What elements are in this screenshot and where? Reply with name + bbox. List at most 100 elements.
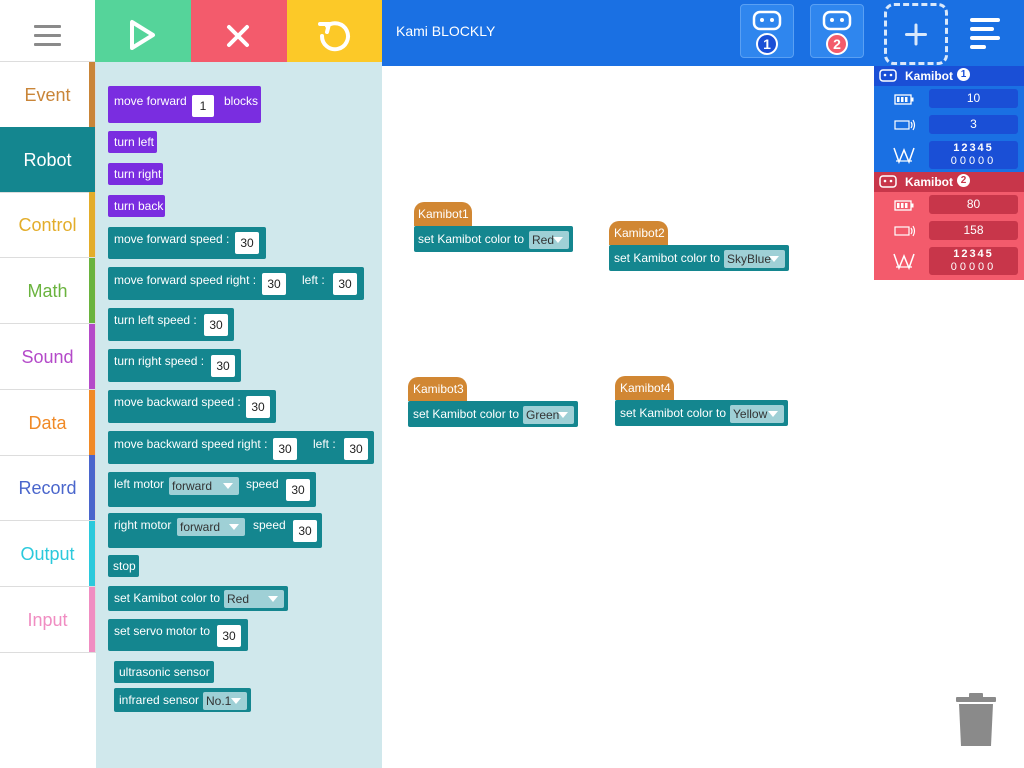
block-label: blocks: [224, 94, 259, 108]
category-sidebar: Event Robot Control Math Sound Data Reco…: [0, 0, 96, 768]
block-number-input[interactable]: 30: [344, 438, 368, 460]
panel-header: Kamibot 2: [874, 172, 1024, 192]
block-set-kamibot-color[interactable]: set Kamibot color to Red: [414, 226, 573, 252]
page-title: Kami BLOCKLY: [396, 23, 496, 39]
block-move-backward-speed[interactable]: move backward speed : 30: [108, 390, 276, 423]
motor-direction-dropdown[interactable]: forward: [169, 477, 239, 495]
line-sensor-icon: [893, 147, 915, 164]
battery-icon: [894, 200, 914, 211]
block-number-input[interactable]: 30: [246, 396, 270, 418]
category-control[interactable]: Control: [0, 192, 96, 258]
block-label: left :: [302, 273, 325, 287]
robot-2-button[interactable]: 2: [810, 4, 864, 58]
block-set-kamibot-color[interactable]: set Kamibot color to Green: [408, 401, 578, 427]
add-robot-button[interactable]: [884, 3, 948, 65]
block-number-input[interactable]: 30: [235, 232, 259, 254]
category-sound[interactable]: Sound: [0, 324, 96, 390]
block-number-input[interactable]: 30: [286, 479, 310, 501]
signal-row: 3: [874, 112, 1024, 138]
robot-1-button[interactable]: 1: [740, 4, 794, 58]
battery-row: 80: [874, 192, 1024, 218]
robot-icon: [879, 175, 897, 188]
motor-direction-dropdown[interactable]: forward: [177, 518, 245, 536]
block-number-input[interactable]: 30: [333, 273, 357, 295]
block-label: set Kamibot color to: [614, 251, 721, 265]
color-dropdown[interactable]: SkyBlue: [724, 250, 785, 268]
stop-button[interactable]: [191, 0, 287, 62]
category-record[interactable]: Record: [0, 455, 96, 521]
block-right-motor[interactable]: right motor forward speed 30: [108, 513, 322, 548]
hat-block-kamibot2[interactable]: Kamibot2: [609, 221, 668, 245]
block-label: set Kamibot color to: [620, 406, 727, 420]
block-number-input[interactable]: 30: [293, 520, 317, 542]
hat-block-kamibot4[interactable]: Kamibot4: [615, 376, 674, 400]
chevron-down-icon: [229, 524, 239, 530]
sensor-dropdown[interactable]: No.1: [203, 692, 247, 710]
block-label: move backward speed right :: [114, 437, 268, 451]
hat-block-kamibot1[interactable]: Kamibot1: [414, 202, 472, 226]
block-label: ultrasonic sensor: [119, 665, 210, 679]
block-move-backward-speed-right-left[interactable]: move backward speed right : 30 left : 30: [108, 431, 374, 464]
sensor-digits-values: 00000: [950, 155, 997, 167]
battery-value: 10: [929, 89, 1018, 108]
block-turn-right[interactable]: turn right: [108, 163, 163, 185]
block-label: move backward speed :: [114, 395, 241, 409]
block-number-input[interactable]: 30: [273, 438, 297, 460]
category-data[interactable]: Data: [0, 390, 96, 456]
block-set-servo-motor[interactable]: set servo motor to 30: [108, 619, 248, 651]
block-ultrasonic-sensor[interactable]: ultrasonic sensor: [114, 661, 214, 683]
align-menu-button[interactable]: [964, 12, 1006, 54]
robot-badge-number: 1: [763, 36, 771, 52]
robot-1-status-panel: Kamibot 1 10 3 12345 00000: [874, 66, 1024, 174]
color-dropdown[interactable]: Red: [224, 590, 284, 608]
signal-value: 3: [929, 115, 1018, 134]
block-set-kamibot-color[interactable]: set Kamibot color to SkyBlue: [609, 245, 789, 271]
robot-badge: 1: [957, 68, 970, 81]
block-move-forward-speed-right-left[interactable]: move forward speed right : 30 left : 30: [108, 267, 364, 300]
category-output[interactable]: Output: [0, 521, 96, 587]
category-math[interactable]: Math: [0, 258, 96, 324]
block-move-forward[interactable]: move forward 1 blocks: [108, 86, 261, 123]
block-set-kamibot-color[interactable]: set Kamibot color to Red: [108, 586, 288, 611]
block-number-input[interactable]: 30: [262, 273, 286, 295]
category-robot[interactable]: Robot: [0, 127, 96, 193]
block-turn-left[interactable]: turn left: [108, 131, 157, 153]
hat-label: Kamibot1: [418, 207, 469, 221]
block-set-kamibot-color[interactable]: set Kamibot color to Yellow: [615, 400, 788, 426]
hat-block-kamibot3[interactable]: Kamibot3: [408, 377, 467, 401]
block-stop[interactable]: stop: [108, 555, 139, 577]
block-turn-back[interactable]: turn back: [108, 195, 165, 217]
battery-icon: [894, 94, 914, 105]
block-number-input[interactable]: 30: [204, 314, 228, 336]
block-label: move forward speed :: [114, 232, 230, 246]
trash-can-button[interactable]: [955, 692, 997, 748]
plus-icon: [905, 23, 927, 46]
category-input[interactable]: Input: [0, 587, 96, 653]
block-turn-right-speed[interactable]: turn right speed : 30: [108, 349, 241, 382]
color-dropdown[interactable]: Green: [523, 406, 574, 424]
hamburger-menu-button[interactable]: [0, 0, 96, 62]
color-dropdown[interactable]: Yellow: [730, 405, 784, 423]
close-icon: [227, 25, 249, 47]
reset-button[interactable]: [287, 0, 383, 62]
block-number-input[interactable]: 30: [217, 625, 241, 647]
block-label: turn right speed :: [114, 354, 205, 368]
robot-name: Kamibot: [905, 69, 953, 83]
line-sensor-icon: [893, 253, 915, 270]
run-button[interactable]: [95, 0, 191, 62]
trash-icon: [956, 693, 996, 746]
color-dropdown[interactable]: Red: [529, 231, 569, 249]
category-event[interactable]: Event: [0, 62, 96, 128]
robot-icon: 1: [752, 10, 782, 55]
block-infrared-sensor[interactable]: infrared sensor No.1: [114, 688, 251, 712]
block-number-input[interactable]: 30: [211, 355, 235, 377]
block-move-forward-speed[interactable]: move forward speed : 30: [108, 227, 266, 259]
block-left-motor[interactable]: left motor forward speed 30: [108, 472, 316, 507]
panel-header: Kamibot 1: [874, 66, 1024, 86]
block-turn-left-speed[interactable]: turn left speed : 30: [108, 308, 234, 341]
block-number-input[interactable]: 1: [192, 95, 214, 117]
block-label: set Kamibot color to: [418, 232, 525, 246]
block-label: left :: [313, 437, 336, 451]
chevron-down-icon: [231, 698, 241, 704]
chevron-down-icon: [223, 483, 233, 489]
